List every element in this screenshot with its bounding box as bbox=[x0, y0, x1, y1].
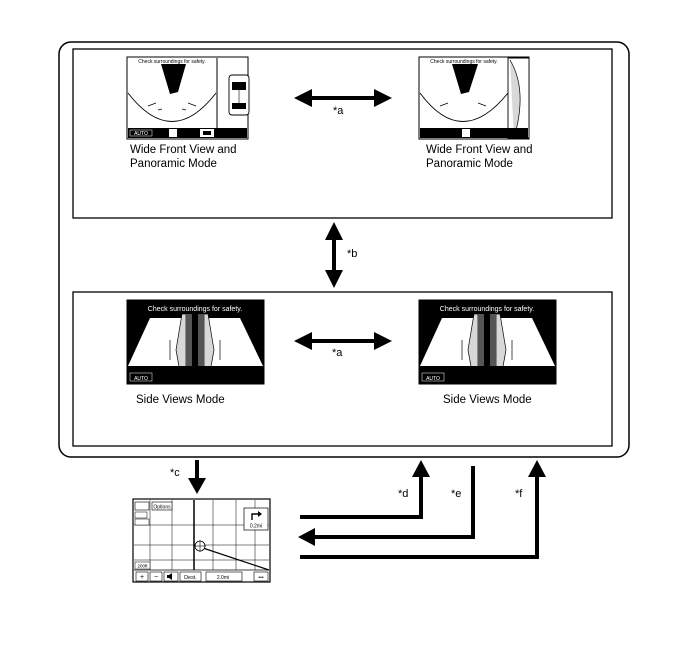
auto-button[interactable]: AUTO bbox=[134, 131, 148, 137]
arrow-c bbox=[188, 460, 206, 494]
auto-button[interactable]: AUTO bbox=[134, 376, 148, 382]
more-label: ••• bbox=[258, 575, 264, 581]
turn-indicator bbox=[243, 507, 269, 531]
screen-panoramic-right: Check surroundings for safety. bbox=[418, 56, 530, 140]
arrow-label-a-bottom: *a bbox=[332, 347, 343, 359]
caption-panoramic-left: Wide Front View and Panoramic Mode bbox=[130, 143, 237, 171]
arrow-label-d: *d bbox=[398, 488, 408, 500]
navigation-screen: Options 0.2mi 200ft + − Dest. 2.0mi ••• bbox=[132, 498, 271, 583]
arrow-d bbox=[300, 460, 430, 519]
turn-distance: 0.2mi bbox=[250, 524, 262, 530]
caption-line: Wide Front View and bbox=[130, 144, 237, 156]
arrow-a-top bbox=[294, 89, 392, 107]
zoom-in-label: + bbox=[140, 574, 144, 581]
caption-line: Wide Front View and bbox=[426, 144, 533, 156]
screen-banner: Check surroundings for safety. bbox=[440, 306, 534, 313]
scale-label: 2.0mi bbox=[217, 575, 229, 581]
arrow-label-b: *b bbox=[347, 248, 357, 260]
zoom-in-button[interactable] bbox=[135, 571, 149, 582]
arrow-e bbox=[298, 466, 475, 546]
turn-right-icon bbox=[251, 513, 258, 520]
arrow-label-a-top: *a bbox=[333, 105, 344, 117]
compass-icon[interactable] bbox=[134, 501, 150, 511]
destination-button[interactable] bbox=[179, 571, 202, 582]
caption-panoramic-right: Wide Front View and Panoramic Mode bbox=[426, 143, 533, 171]
zoom-out-label: − bbox=[154, 574, 158, 581]
arrow-label-c: *c bbox=[170, 467, 180, 479]
screen-banner: Check surroundings for safety. bbox=[148, 306, 242, 313]
caption-line: Panoramic Mode bbox=[426, 158, 513, 170]
auto-button[interactable]: AUTO bbox=[426, 376, 440, 382]
arrow-a-bottom bbox=[294, 332, 392, 350]
caption-line: Panoramic Mode bbox=[130, 158, 217, 170]
caption-side-right: Side Views Mode bbox=[443, 394, 532, 406]
screen-panoramic-left: Check surroundings for safety. AUTO bbox=[126, 56, 250, 140]
caption-side-left: Side Views Mode bbox=[136, 394, 225, 406]
route-badge: 200ft bbox=[137, 564, 148, 569]
screen-banner: Check surroundings for safety. bbox=[138, 59, 205, 65]
options-label: Options bbox=[153, 505, 171, 511]
zoom-out-button[interactable] bbox=[149, 571, 163, 582]
volume-icon bbox=[167, 573, 172, 580]
destination-label: Dest. bbox=[184, 575, 197, 581]
map-scale[interactable] bbox=[205, 571, 243, 582]
options-button[interactable] bbox=[151, 501, 173, 511]
arrow-f bbox=[300, 460, 546, 559]
more-button[interactable] bbox=[253, 571, 269, 582]
screen-side-right: Check surroundings for safety. AUTO bbox=[418, 299, 557, 385]
arrow-label-f: *f bbox=[515, 488, 523, 500]
screen-side-left: Check surroundings for safety. AUTO bbox=[126, 299, 265, 385]
screen-banner: Check surroundings for safety. bbox=[430, 59, 497, 65]
arrow-label-e: *e bbox=[451, 488, 461, 500]
arrow-b bbox=[325, 222, 343, 288]
